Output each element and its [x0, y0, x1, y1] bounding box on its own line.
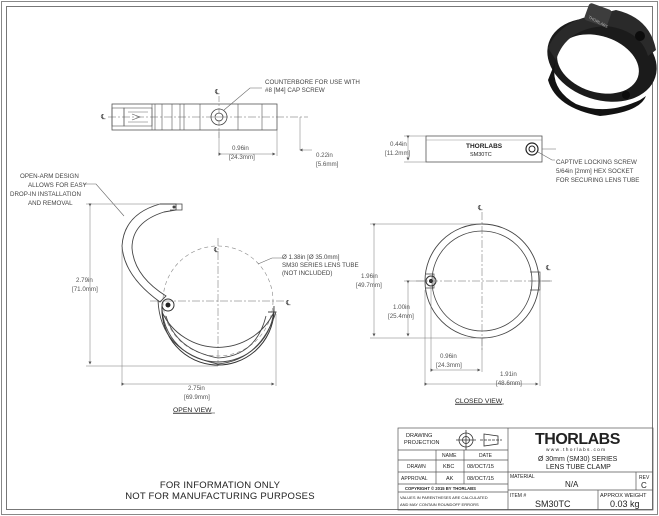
dim-open-width-mm: [69.9mm]: [184, 394, 210, 401]
title-block-text: DRAWING PROJECTION NAME DATE DRAWN KBC 0…: [400, 431, 650, 509]
material-label: MATERIAL: [510, 474, 535, 480]
website: w w w . t h o r l a b s . c o m: [546, 447, 605, 453]
counterbore-note-line1: COUNTERBORE FOR USE WITH: [265, 79, 360, 86]
dim-closed-center-in: 1.00in: [393, 304, 410, 311]
dim-side-height-in: 0.44in: [390, 141, 407, 148]
open-arm-note-line3: DROP-IN INSTALLATION: [10, 191, 81, 198]
dim-top-width-in: 0.96in: [232, 145, 249, 152]
values-note-line2: AND MAY CONTAIN ROUNDOFF ERRORS: [400, 502, 479, 507]
footer-line1: FOR INFORMATION ONLY: [159, 480, 281, 491]
title-line2: LENS TUBE CLAMP: [546, 464, 611, 471]
rev-label: REV: [639, 475, 650, 481]
inner-border: [6, 6, 653, 510]
dim-side-height-mm: [11.2mm]: [385, 150, 411, 157]
title-line1: Ø 30mm (SM30) SERIES: [538, 456, 618, 463]
dim-closed-height-in: 1.96in: [361, 273, 378, 280]
approval-name: AK: [446, 476, 454, 482]
item-label: ITEM #: [510, 493, 526, 499]
dim-top-gap-in: 0.22in: [316, 152, 333, 159]
weight-value: 0.03 kg: [610, 499, 640, 509]
projection-symbol-icon: [456, 430, 502, 450]
captive-note-line2: 5/64in [2mm] HEX SOCKET: [556, 168, 634, 175]
dim-top-width-mm: [24.3mm]: [229, 154, 255, 161]
copyright: COPYRIGHT © 2015 BY THORLABS: [405, 486, 476, 491]
engraving-part: SM30TC: [470, 152, 492, 158]
centerline-symbol: ℄: [214, 88, 220, 96]
centerline-symbol: ℄: [285, 299, 291, 307]
approval-date: 08/OCT/15: [467, 476, 494, 482]
centerline-symbol: ℄: [545, 264, 551, 272]
dim-open-height-in: 2.79in: [76, 277, 93, 284]
drawing-projection-line2: PROJECTION: [404, 440, 439, 446]
side-view: THORLABS SM30TC CAPTIVE LOCKING SCREW 5/…: [385, 135, 639, 184]
engraving-brand: THORLABS: [466, 143, 503, 150]
captive-note-line3: FOR SECURING LENS TUBE: [556, 177, 639, 184]
dim-closed-half-mm: [24.3mm]: [436, 362, 462, 369]
weight-label: APPROX WEIGHT: [600, 493, 647, 499]
dim-open-width-in: 2.75in: [188, 385, 205, 392]
lens-tube-note-line2: SM30 SERIES LENS TUBE: [282, 262, 359, 269]
drawn-name: KBC: [443, 464, 454, 470]
open-arm-note-line4: AND REMOVAL: [28, 200, 73, 207]
drawn-label: DRAWN: [407, 464, 426, 470]
dim-closed-half-in: 0.96in: [440, 353, 457, 360]
approval-label: APPROVAL: [401, 476, 428, 482]
material-value: N/A: [565, 480, 579, 489]
title-block: [397, 427, 654, 511]
open-view-label: OPEN VIEW: [173, 407, 212, 414]
top-view: ℄ ℄ COUNTERBORE FOR USE WITH #8 [M4] CAP…: [100, 79, 360, 168]
open-arm-note-line2: ALLOWS FOR EASY: [28, 182, 87, 189]
footer-line2: NOT FOR MANUFACTURING PURPOSES: [125, 491, 315, 502]
centerline-symbol: ℄: [213, 246, 219, 254]
dim-closed-width-in: 1.91in: [500, 371, 517, 378]
dim-open-height-mm: [71.0mm]: [72, 286, 98, 293]
dim-top-gap-mm: [5.6mm]: [316, 161, 339, 168]
closed-view-label: CLOSED VIEW: [455, 398, 503, 405]
open-view: ℄ ℄ OPEN-ARM DESIGN ALLOWS FOR EASY DROP…: [10, 173, 359, 414]
rev-value: C: [641, 481, 647, 490]
open-arm-note-line1: OPEN-ARM DESIGN: [20, 173, 79, 180]
counterbore-note-line2: #8 [M4] CAP SCREW: [265, 87, 325, 94]
captive-note-line1: CAPTIVE LOCKING SCREW: [556, 159, 637, 166]
drawn-date: 08/OCT/15: [467, 464, 494, 470]
lens-tube-note-line3: (NOT INCLUDED): [282, 270, 332, 277]
lens-tube-note-line1: Ø 1.38in [Ø 35.0mm]: [282, 254, 340, 261]
dim-closed-height-mm: [49.7mm]: [356, 282, 382, 289]
closed-view: ℄ ℄ 1.96in [49.7mm] 1.00in [25.4mm] 0.96…: [356, 204, 552, 405]
isometric-render: THORLABS: [547, 3, 657, 116]
name-header: NAME: [442, 453, 457, 459]
captive-screw-icon: [525, 142, 539, 156]
dim-closed-center-mm: [25.4mm]: [388, 313, 414, 320]
values-note-line1: VALUES IN PARENTHESES ARE CALCULATED: [400, 495, 488, 500]
dim-closed-width-mm: [48.6mm]: [496, 380, 522, 387]
item-value: SM30TC: [535, 499, 571, 509]
centerline-symbol: ℄: [477, 204, 483, 212]
drawing-projection-line1: DRAWING: [406, 433, 432, 439]
info-disclaimer: FOR INFORMATION ONLY NOT FOR MANUFACTURI…: [70, 480, 370, 502]
thorlabs-logo: THORLABS: [535, 431, 621, 448]
centerline-symbol: ℄: [100, 113, 106, 121]
date-header: DATE: [479, 453, 493, 459]
